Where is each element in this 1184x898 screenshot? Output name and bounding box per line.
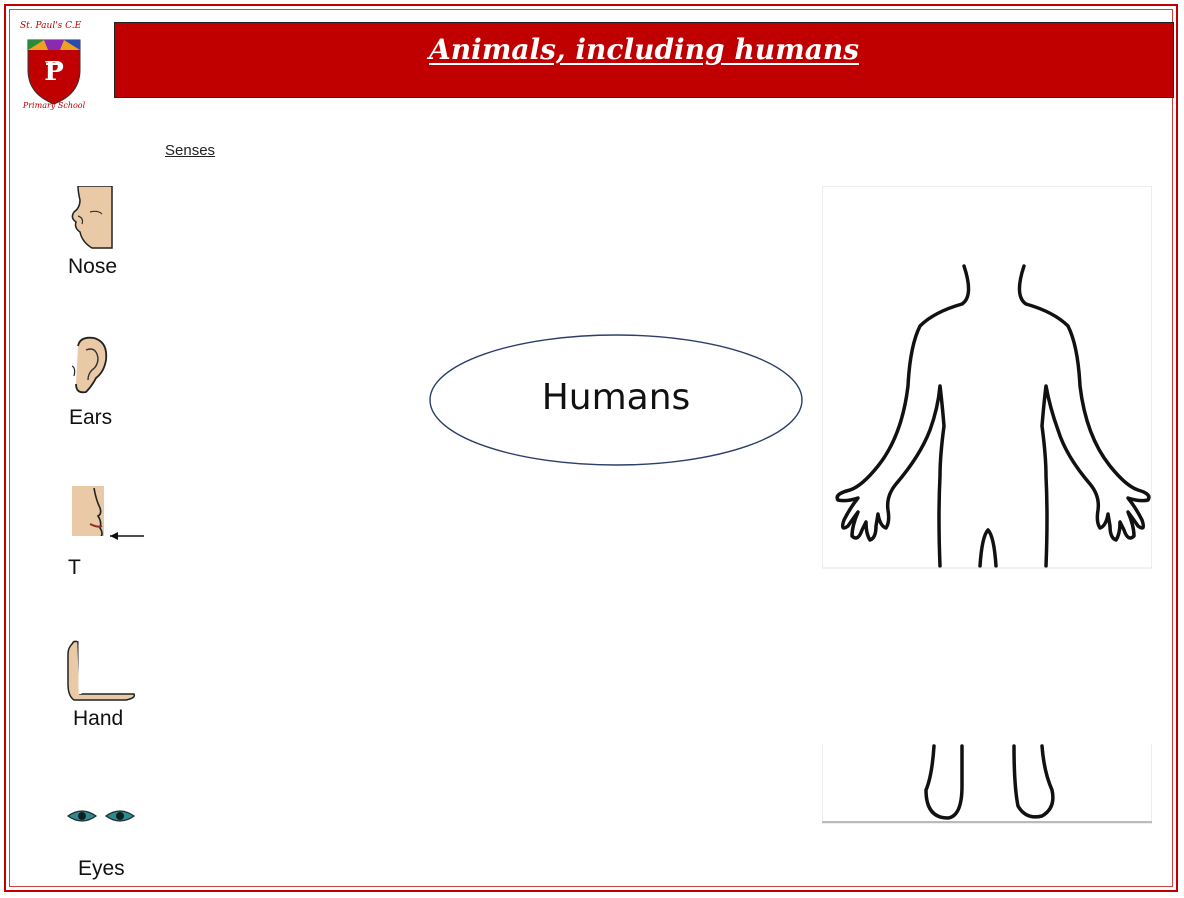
sense-label-eyes: Eyes	[78, 857, 125, 881]
school-subname-text: Primary School	[22, 101, 86, 110]
nose-icon	[68, 186, 116, 250]
ear-icon	[70, 336, 112, 396]
sense-label-ears: Ears	[69, 406, 112, 430]
school-name-text: St. Paul's C.E	[20, 21, 82, 31]
tongue-icon	[70, 486, 146, 542]
hand-icon	[66, 640, 136, 702]
sense-label-nose: Nose	[68, 255, 117, 279]
humans-label: Humans	[428, 377, 804, 418]
title-banner: Animals, including humans	[114, 22, 1174, 98]
crest-monogram: P	[44, 57, 64, 87]
school-crest-logo: St. Paul's C.E P Primary School	[14, 14, 94, 110]
human-body-outline-image	[822, 186, 1152, 824]
eyes-icon	[66, 804, 138, 828]
page-title: Animals, including humans	[115, 33, 1173, 66]
senses-heading: Senses	[165, 142, 215, 159]
sense-label-tongue: T	[68, 556, 81, 580]
sense-label-hand: Hand	[73, 707, 123, 731]
